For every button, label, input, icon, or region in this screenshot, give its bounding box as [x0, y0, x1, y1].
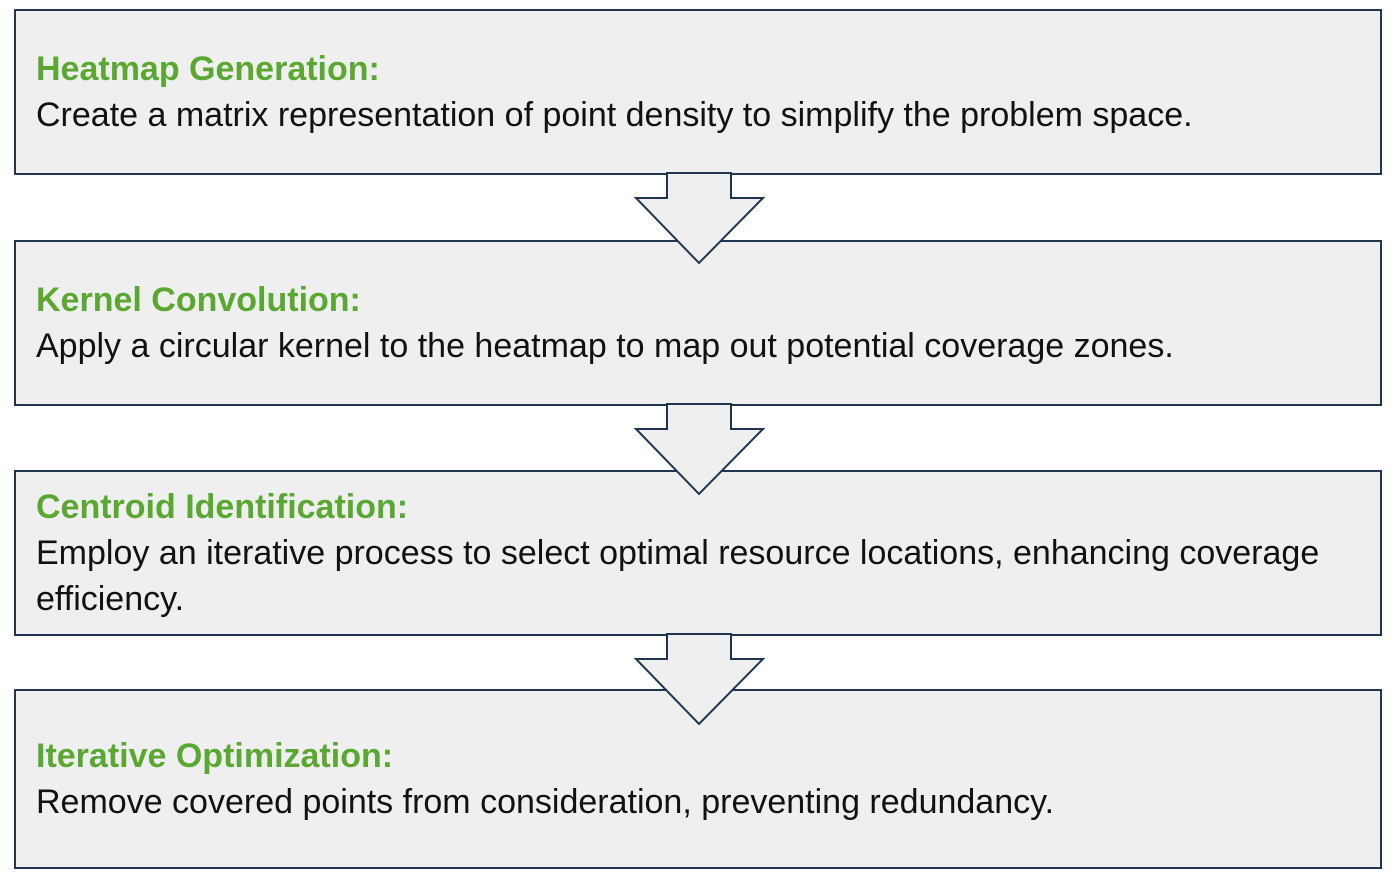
step-title: Iterative Optimization: [36, 737, 394, 775]
flow-arrow-down-1 [633, 172, 766, 265]
flow-arrow-down-2 [633, 403, 766, 496]
step-description: Remove covered points from consideration… [36, 783, 1055, 821]
flow-arrow-down-3 [633, 633, 766, 726]
step-title: Kernel Convolution: [36, 281, 361, 319]
step-box-1: Heatmap Generation: Create a matrix repr… [14, 9, 1382, 175]
step-description: Employ an iterative process to select op… [36, 534, 1320, 618]
step-box-2: Kernel Convolution: Apply a circular ker… [14, 240, 1382, 406]
step-description: Apply a circular kernel to the heatmap t… [36, 327, 1174, 365]
step-title: Heatmap Generation: [36, 50, 380, 88]
step-description: Create a matrix representation of point … [36, 96, 1193, 134]
step-title: Centroid Identification: [36, 488, 409, 526]
